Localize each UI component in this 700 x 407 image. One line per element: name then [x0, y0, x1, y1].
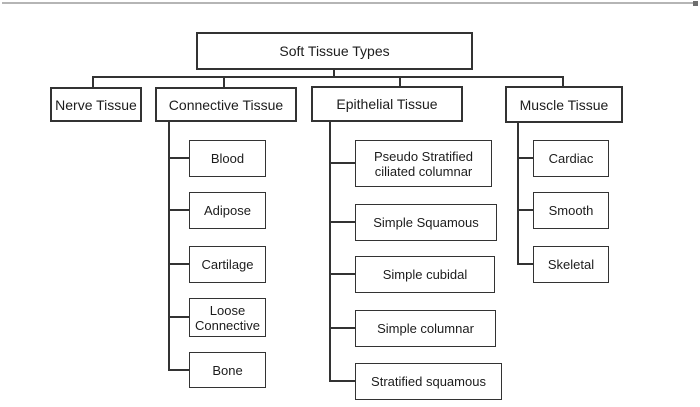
node-simple-columnar: Simple columnar: [355, 310, 496, 347]
node-label: Nerve Tissue: [55, 96, 137, 113]
node-label: Blood: [210, 151, 245, 166]
node-label: Skeletal: [547, 257, 595, 272]
node-cardiac: Cardiac: [533, 140, 609, 177]
connector-tick-smooth: [517, 209, 534, 211]
connector-muscle-trunk: [517, 122, 519, 265]
node-muscle-tissue: Muscle Tissue: [505, 86, 623, 123]
node-label: Simple cubidal: [382, 267, 468, 282]
node-label: Cardiac: [548, 151, 594, 166]
connector-connective-stub: [223, 76, 225, 88]
node-label: Bone: [212, 362, 243, 378]
connector-connective-trunk: [168, 121, 170, 371]
node-smooth: Smooth: [533, 192, 609, 229]
connector-tick-skeletal: [517, 263, 534, 265]
node-bone: Bone: [189, 352, 266, 388]
connector-muscle-stub: [562, 76, 564, 87]
connector-epithelial-stub: [399, 76, 401, 87]
connector-tick-stratified-squamous: [329, 380, 356, 382]
node-simple-cubidal: Simple cubidal: [355, 256, 495, 293]
connector-main-horizontal: [92, 76, 564, 78]
connector-tick-blood: [168, 157, 190, 159]
node-skeletal: Skeletal: [533, 246, 609, 283]
top-divider: [2, 2, 698, 4]
connector-tick-simple-columnar: [329, 327, 356, 329]
connector-tick-pseudo-stratified: [329, 162, 356, 164]
node-label: Adipose: [204, 203, 251, 218]
node-label: Pseudo Stratified ciliated columnar: [373, 148, 473, 179]
node-label: Smooth: [548, 203, 594, 218]
node-blood: Blood: [189, 140, 266, 177]
node-epithelial-tissue: Epithelial Tissue: [311, 86, 463, 122]
connector-tick-simple-squamous: [329, 221, 356, 223]
node-label: Stratified squamous: [371, 374, 486, 389]
node-loose-connective: Loose Connective: [189, 298, 266, 337]
connector-nerve-stub: [92, 76, 94, 88]
connector-root-stub: [333, 69, 335, 78]
node-label: Simple Squamous: [373, 215, 479, 230]
connector-epithelial-trunk: [329, 121, 331, 382]
connector-tick-adipose: [168, 209, 190, 211]
connector-tick-loose-connective: [168, 316, 190, 318]
node-soft-tissue-types: Soft Tissue Types: [196, 32, 473, 70]
node-nerve-tissue: Nerve Tissue: [50, 87, 142, 122]
divider-end-cap: [693, 1, 698, 6]
connector-tick-simple-cubidal: [329, 273, 356, 275]
node-label: Muscle Tissue: [519, 96, 609, 113]
node-label: Connective Tissue: [168, 96, 284, 113]
node-stratified-squamous: Stratified squamous: [355, 363, 502, 400]
node-label: Soft Tissue Types: [279, 43, 390, 59]
node-simple-squamous: Simple Squamous: [355, 204, 497, 241]
node-cartilage: Cartilage: [189, 246, 266, 283]
connector-tick-cartilage: [168, 263, 190, 265]
node-adipose: Adipose: [189, 192, 266, 229]
node-label: Loose Connective: [194, 302, 261, 333]
node-label: Epithelial Tissue: [336, 96, 438, 112]
node-label: Simple columnar: [377, 321, 474, 336]
node-label: Cartilage: [201, 257, 254, 272]
connector-tick-bone: [168, 369, 190, 371]
connector-tick-cardiac: [517, 157, 534, 159]
node-connective-tissue: Connective Tissue: [155, 87, 297, 122]
node-pseudo-stratified-ciliated-columnar: Pseudo Stratified ciliated columnar: [355, 140, 492, 187]
